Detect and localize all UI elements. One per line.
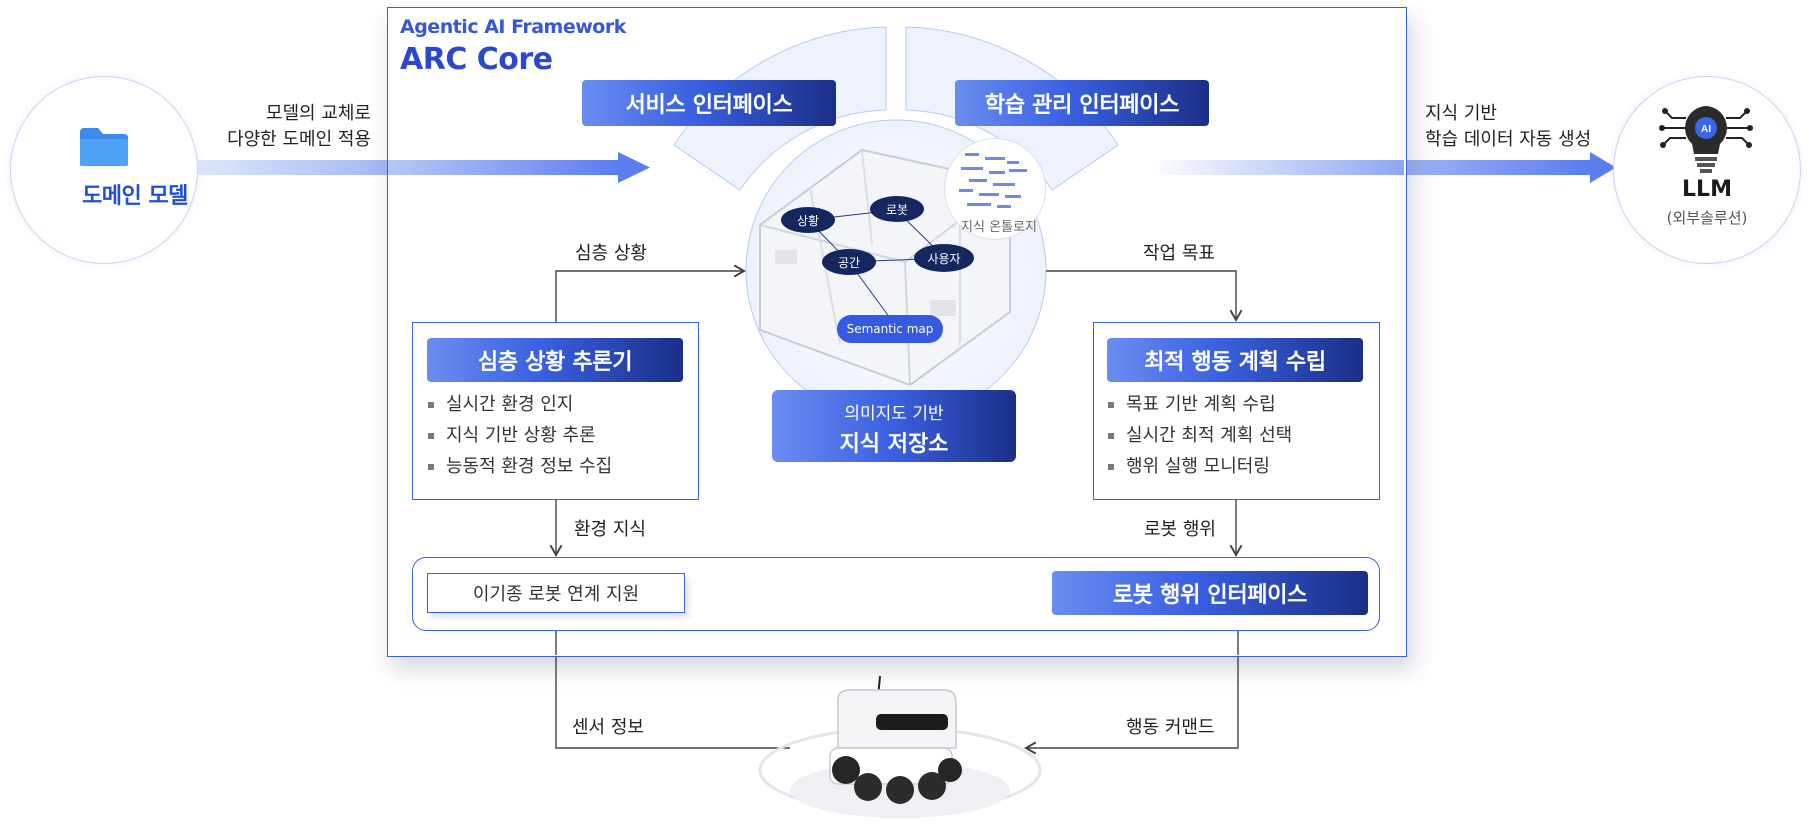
deep-situation-label: 심층 상황 (575, 243, 647, 264)
sensor-info-label: 센서 정보 (572, 717, 644, 738)
env-knowledge-label: 환경 지식 (574, 519, 646, 540)
llm-label: LLM (1682, 177, 1732, 202)
robot-action-label: 로봇 행위 (1144, 519, 1216, 540)
reasoner-title[interactable]: 심층 상황 추론기 (427, 338, 683, 382)
ontology-graph-icon (959, 153, 1027, 208)
semantic-map-label: Semantic map (837, 315, 943, 343)
data-gen-text: 지식 기반 학습 데이터 자동 생성 (1425, 101, 1591, 153)
ai-lightbulb-icon: AI (1659, 106, 1753, 173)
planner-item: 목표 기반 계획 수립 (1108, 389, 1292, 420)
knowledge-store-main: 지식 저장소 (839, 432, 949, 457)
node-user: 사용자 (914, 244, 974, 272)
planner-item: 실시간 최적 계획 선택 (1108, 420, 1292, 451)
domain-adapt-text: 모델의 교체로 다양한 도메인 적용 (206, 101, 371, 153)
planner-item: 행위 실행 모니터링 (1108, 451, 1292, 482)
action-command-label: 행동 커맨드 (1126, 717, 1215, 738)
knowledge-store-sub: 의미지도 기반 (844, 404, 944, 424)
domain-model-circle (10, 76, 198, 264)
hetero-robot-support[interactable]: 이기종 로봇 연계 지원 (427, 573, 685, 613)
node-robot: 로봇 (870, 196, 924, 222)
node-space: 공간 (822, 249, 876, 275)
framework-subtitle: Agentic AI Framework (400, 16, 626, 38)
reasoner-list: 실시간 환경 인지 지식 기반 상황 추론 능동적 환경 정보 수집 (428, 389, 612, 482)
reasoner-item: 능동적 환경 정보 수집 (428, 451, 612, 482)
llm-sublabel: (외부솔루션) (1666, 209, 1748, 227)
svg-text:AI: AI (1701, 124, 1711, 135)
data-gen-line1: 지식 기반 (1425, 103, 1497, 124)
robot-action-interface-button[interactable]: 로봇 행위 인터페이스 (1052, 571, 1368, 615)
delivery-robot-illustration (758, 675, 1042, 818)
knowledge-store-button[interactable]: 의미지도 기반 지식 저장소 (772, 390, 1016, 462)
domain-model-label: 도메인 모델 (82, 184, 188, 209)
framework-title: ARC Core (400, 42, 553, 77)
domain-adapt-line1: 모델의 교체로 (265, 103, 371, 124)
node-situation: 상황 (781, 207, 835, 233)
folder-icon (80, 128, 128, 166)
service-interface-button[interactable]: 서비스 인터페이스 (582, 80, 836, 126)
reasoner-item: 실시간 환경 인지 (428, 389, 612, 420)
learning-interface-button[interactable]: 학습 관리 인터페이스 (955, 80, 1209, 126)
data-gen-line2: 학습 데이터 자동 생성 (1425, 129, 1592, 150)
planner-title[interactable]: 최적 행동 계획 수립 (1107, 338, 1363, 382)
sensor-info-connector (555, 630, 790, 749)
domain-adapt-line2: 다양한 도메인 적용 (227, 129, 371, 150)
ontology-bubble (944, 138, 1046, 240)
task-goal-label: 작업 목표 (1143, 243, 1215, 264)
planner-list: 목표 기반 계획 수립 실시간 최적 계획 선택 행위 실행 모니터링 (1108, 389, 1292, 482)
reasoner-item: 지식 기반 상황 추론 (428, 420, 612, 451)
action-command-connector (1024, 630, 1239, 755)
ontology-label: 지식 온톨로지 (961, 220, 1037, 235)
